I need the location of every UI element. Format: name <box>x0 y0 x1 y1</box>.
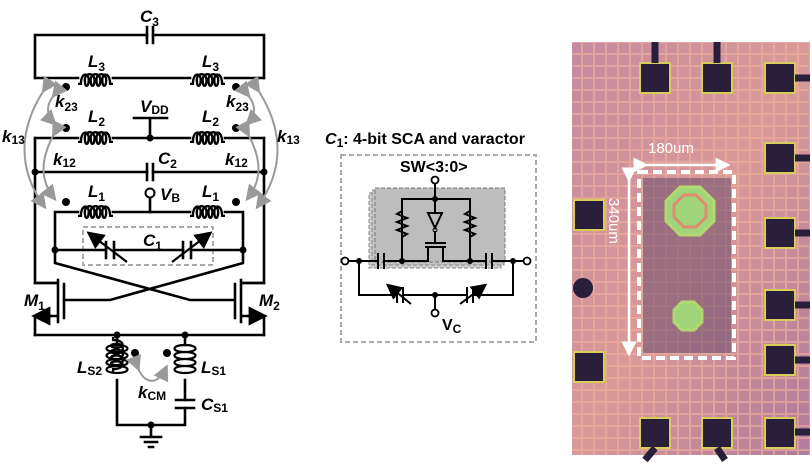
inductor-coils <box>664 185 716 332</box>
svg-text:CS1: CS1 <box>201 395 228 415</box>
vb-terminal <box>144 187 156 199</box>
ground-icon <box>139 423 163 449</box>
oscillator-schematic: C3 L3 L3 k23 k23 L2 L2 VDD k13 k13 k12 k… <box>2 7 300 449</box>
svg-text:L1: L1 <box>202 182 219 204</box>
svg-text:C2: C2 <box>158 149 177 171</box>
c3-capacitor <box>145 25 155 45</box>
label-c3: C3 <box>140 7 159 29</box>
l2-right-inductor <box>190 130 225 146</box>
varactor-right-arrow <box>171 231 213 263</box>
m2-transistor <box>233 278 266 337</box>
c2-capacitor <box>145 162 155 182</box>
svg-text:k13: k13 <box>2 127 25 147</box>
c1-detail-inset: C1: 4-bit SCA and varactor SW<3:0> VC <box>325 131 537 343</box>
svg-text:k23: k23 <box>55 92 78 114</box>
svg-text:k12: k12 <box>225 150 248 170</box>
svg-text:M2: M2 <box>259 291 280 313</box>
m1-transistor <box>33 278 66 337</box>
l1-left-inductor <box>78 204 113 220</box>
ls2-inductor <box>105 343 129 375</box>
vc-terminal <box>430 308 440 318</box>
svg-text:k13: k13 <box>277 127 300 147</box>
c1-dashed-box <box>82 226 214 266</box>
vc-label: VC <box>442 317 462 336</box>
svg-text:VDD: VDD <box>140 97 169 117</box>
svg-text:L1: L1 <box>88 182 105 204</box>
svg-text:C1: C1 <box>143 231 162 253</box>
sw-label: SW<3:0> <box>400 159 468 176</box>
svg-text:LS1: LS1 <box>201 358 226 378</box>
svg-text:k12: k12 <box>53 150 76 170</box>
svg-text:M1: M1 <box>24 291 45 313</box>
svg-text:k23: k23 <box>226 92 249 114</box>
inset-title: C1: 4-bit SCA and varactor <box>325 131 525 150</box>
svg-text:L2: L2 <box>202 107 219 129</box>
bond-pads <box>573 42 810 463</box>
svg-text:kCM: kCM <box>138 383 166 403</box>
svg-text:LS2: LS2 <box>77 358 102 378</box>
l3-right-inductor <box>190 72 225 88</box>
svg-text:VB: VB <box>160 185 180 205</box>
l3-left-inductor <box>78 72 113 88</box>
svg-text:L3: L3 <box>202 52 219 74</box>
cs1-capacitor <box>174 398 196 410</box>
svg-text:L3: L3 <box>88 52 105 74</box>
coupling-arrows <box>23 75 279 383</box>
l1-right-inductor <box>190 204 225 220</box>
ls1-inductor <box>173 343 197 375</box>
varactor-left-arrow <box>86 231 128 263</box>
width-label: 180um <box>648 140 694 157</box>
svg-text:L2: L2 <box>88 107 105 129</box>
l2-left-inductor <box>78 130 113 146</box>
sca-unit-cell <box>374 187 506 263</box>
chip-micrograph: 180um 340um <box>572 42 810 463</box>
height-label: 340um <box>605 198 622 244</box>
